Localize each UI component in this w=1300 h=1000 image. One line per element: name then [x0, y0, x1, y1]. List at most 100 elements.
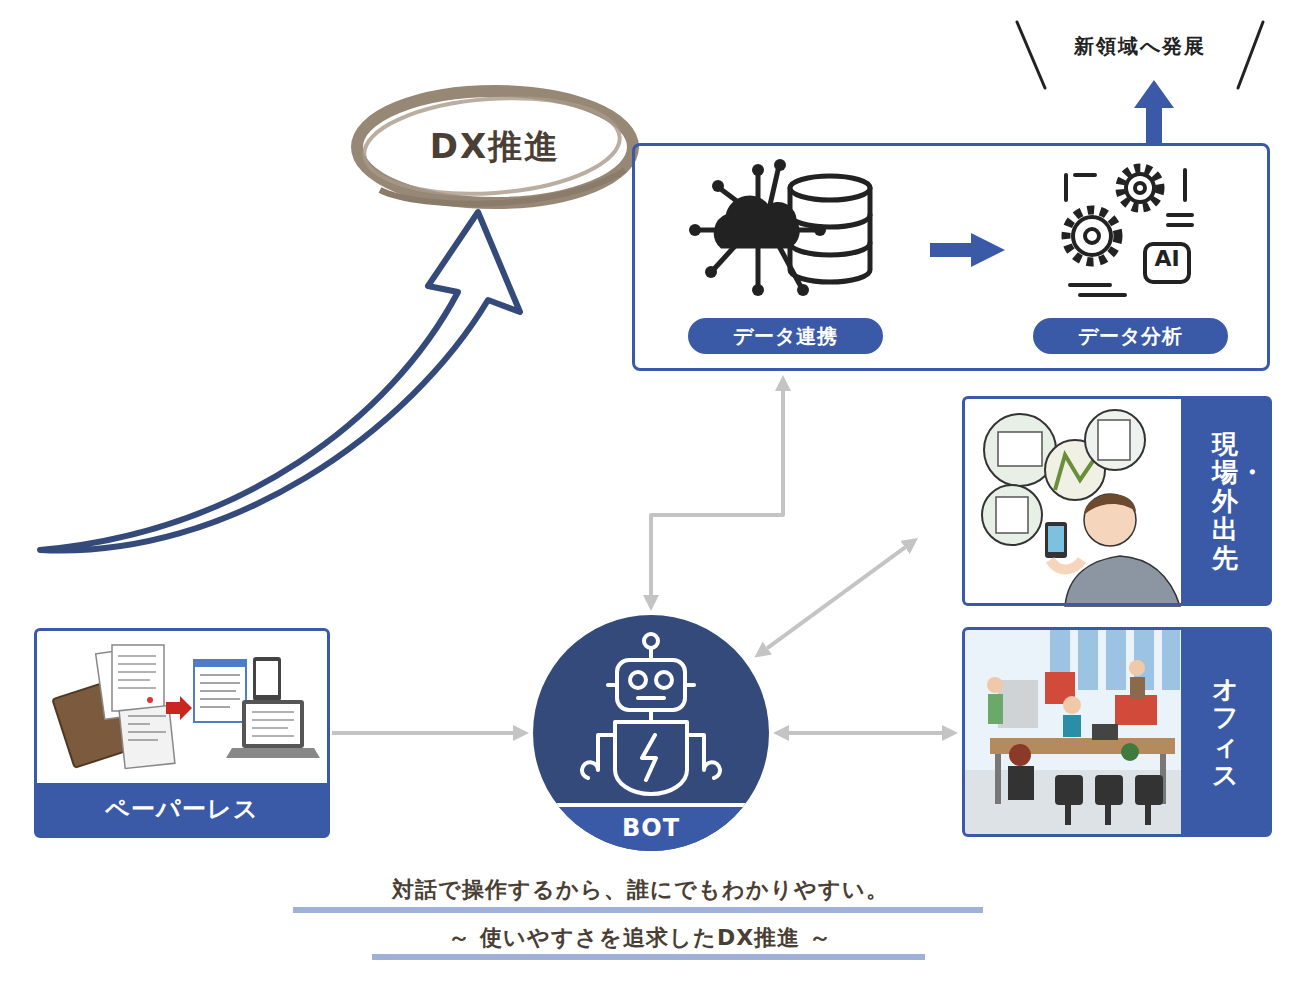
connector-arrow — [767, 547, 905, 648]
office-illustration — [1065, 805, 1071, 825]
data-link-icon — [790, 243, 870, 255]
analysis-icon — [1085, 229, 1099, 243]
ai-icon-label: AI — [1147, 246, 1187, 272]
paperless-illustration — [252, 712, 294, 736]
node-label: データ分析 — [1078, 323, 1183, 350]
office-illustration — [1145, 805, 1151, 825]
growth-arrow — [1134, 80, 1174, 108]
office-illustration — [1055, 775, 1083, 805]
bot-figure — [530, 803, 775, 807]
data-link-icon — [790, 176, 870, 200]
office-illustration — [998, 680, 1038, 728]
bot-figure — [530, 615, 775, 857]
office-illustration — [1130, 677, 1145, 699]
office-illustration — [1063, 715, 1081, 737]
text-holder: DX推進 — [385, 112, 605, 182]
bot-figure — [582, 735, 615, 778]
flow-arrow — [930, 243, 971, 257]
paperless-illustration — [226, 748, 320, 758]
office-illustration — [987, 677, 1003, 693]
bot-figure — [687, 735, 720, 778]
data-link-icon — [689, 159, 870, 296]
office-illustration — [1009, 744, 1031, 766]
bot-figure — [530, 803, 775, 857]
field-illustration — [982, 485, 1042, 545]
node-label: データ連携 — [733, 323, 838, 350]
data-link-icon — [774, 159, 786, 171]
analysis-icon — [1066, 168, 1192, 295]
office-illustration — [1063, 696, 1081, 714]
bot-figure — [656, 672, 672, 688]
emphasis-slashes — [1017, 22, 1045, 88]
office-illustration — [1121, 743, 1139, 761]
office-illustration — [995, 754, 1001, 804]
bot-figure — [644, 634, 658, 648]
node-label: ペーパーレス — [105, 793, 259, 825]
data-link-icon — [790, 215, 870, 227]
field-illustration — [1050, 560, 1082, 569]
data-link-icon — [814, 224, 826, 236]
data-link-icon — [752, 284, 764, 296]
field-illustration — [1084, 494, 1136, 515]
paperless-illustration — [246, 704, 300, 744]
field-illustration — [1048, 526, 1064, 552]
paperless-illustration — [147, 697, 153, 703]
text-holder: データ連携 — [688, 318, 883, 354]
location-panel: オフィス — [962, 627, 1272, 837]
paperless-illustration — [253, 657, 281, 701]
data-link-icon — [689, 159, 826, 296]
text-holder: データ分析 — [1033, 318, 1228, 354]
field-illustration — [982, 410, 1180, 606]
paperless-panel: ペーパーレス — [34, 628, 330, 838]
data-link-icon — [797, 284, 809, 296]
sweep-arrow — [40, 212, 520, 551]
connector-arrow — [332, 731, 513, 735]
brush-ellipse — [357, 90, 633, 204]
office-illustration — [1162, 630, 1180, 690]
office-illustration — [1008, 766, 1034, 800]
paperless-illustration — [112, 645, 164, 711]
field-illustration — [1045, 522, 1067, 558]
brush-ellipse — [357, 91, 633, 203]
data-link-icon — [700, 170, 815, 285]
paperless-illustration — [194, 660, 246, 667]
field-illustration — [998, 432, 1042, 466]
vertical-label: 現場・外出先 — [1212, 430, 1238, 573]
vertical-label: オフィス — [1212, 675, 1238, 789]
paperless-illustration — [242, 700, 304, 748]
office-illustration — [1092, 724, 1118, 740]
data-link-icon — [705, 266, 717, 278]
bot-figure — [530, 807, 775, 857]
office-illustration — [1129, 660, 1145, 676]
office-illustration — [1095, 775, 1123, 805]
data-link-icon — [752, 164, 764, 176]
text-holder: オフィス — [1181, 630, 1269, 834]
paperless-illustration — [52, 645, 320, 768]
paperless-illustration — [200, 675, 240, 707]
paperless-illustration — [194, 660, 246, 722]
bot-figure — [649, 710, 653, 720]
growth-arrow — [1134, 80, 1174, 144]
bot-figure — [638, 696, 664, 700]
data-link-icon — [712, 180, 724, 192]
growth-arrow — [1146, 104, 1162, 144]
new-domain-label: 新領域へ発展 — [1045, 33, 1235, 59]
office-illustration — [1105, 805, 1111, 825]
node-label: BOT — [622, 814, 680, 842]
paperless-illustration — [128, 716, 166, 740]
office-illustration — [1078, 630, 1098, 690]
office-illustration — [1055, 775, 1163, 825]
data-pill: データ連携 — [688, 318, 883, 354]
paperless-illustration — [256, 661, 278, 695]
bot-figure — [617, 660, 685, 710]
field-illustration — [1098, 420, 1130, 460]
analysis-icon — [1066, 210, 1118, 262]
data-pill: データ分析 — [1033, 318, 1228, 354]
emphasis-slashes — [1017, 22, 1263, 88]
dx-ellipse: DX推進 — [385, 112, 605, 182]
field-illustration — [1084, 494, 1136, 546]
caption-line: 対話で操作するから、誰にでもわかりやすい。 — [240, 877, 1040, 903]
text-holder: ペーパーレス — [37, 783, 327, 835]
